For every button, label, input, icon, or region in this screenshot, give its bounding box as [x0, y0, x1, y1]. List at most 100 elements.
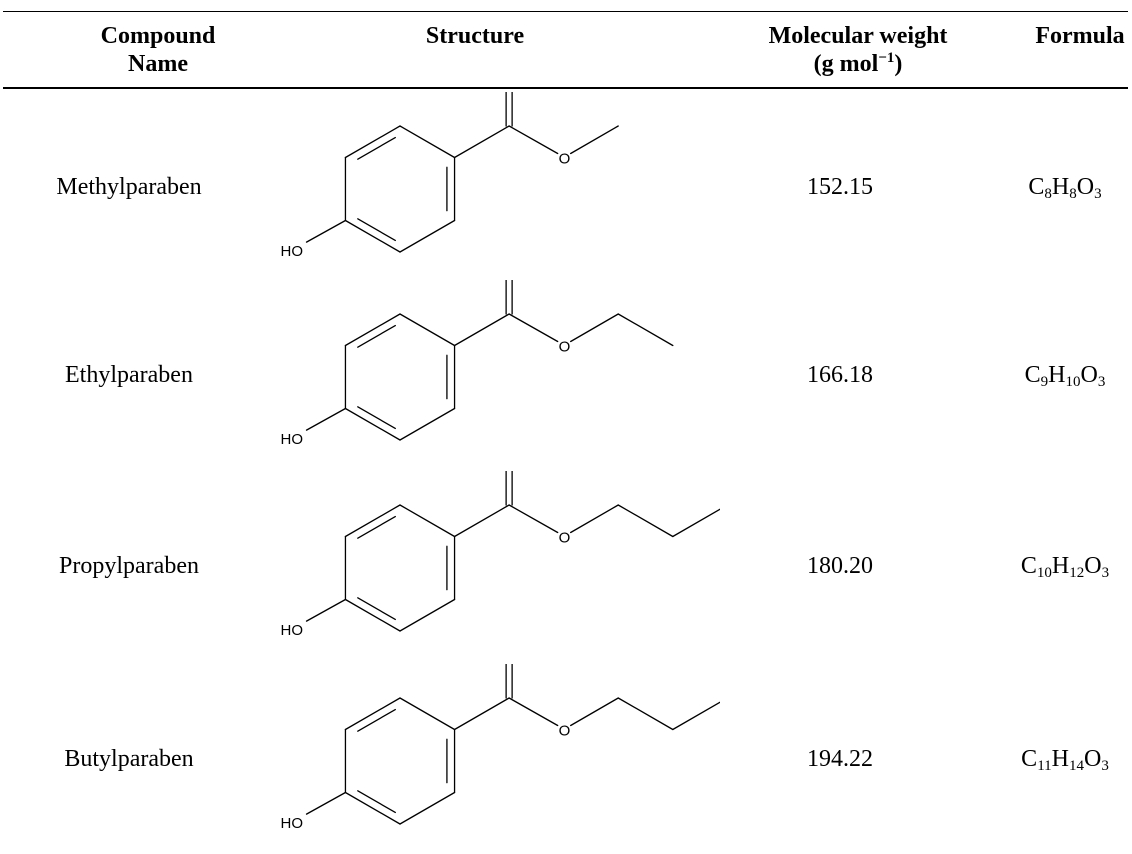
ester-bond [508, 697, 559, 727]
formula-subscript: 8 [1069, 186, 1077, 202]
header-mw-line2: (g mol−1) [728, 50, 988, 78]
molecular-weight: 166.18 [807, 362, 873, 388]
molecular-formula: C10H12O3 [1000, 552, 1130, 581]
header-mw-unit-suffix: ) [894, 51, 903, 77]
header-molecular-weight: Molecular weight (g mol−1) [728, 22, 988, 78]
ring-bond [399, 697, 456, 731]
structure-diagram: OOHO [250, 280, 720, 470]
ring-bond [399, 598, 456, 632]
ring-double-bond [357, 218, 396, 242]
formula-subscript: 14 [1068, 758, 1084, 774]
formula-element: C [1024, 362, 1041, 388]
molecular-formula: C9H10O3 [1000, 361, 1130, 390]
alkyl-chain-bond [617, 313, 674, 347]
formula-element: O [1083, 746, 1102, 772]
hydroxyl-label: HO [281, 622, 304, 639]
formula-subscript: 9 [1040, 374, 1049, 390]
ring-bond [399, 504, 456, 538]
compound-name: Methylparaben [56, 174, 202, 200]
ring-bond [399, 407, 456, 441]
alkyl-chain-bond [570, 504, 619, 534]
paraben-structure: OOHO [281, 664, 720, 832]
formula-element: H [1051, 553, 1070, 579]
compound-name: Butylparaben [64, 746, 194, 772]
ring-bond [344, 504, 401, 538]
molecular-weight: 152.15 [807, 174, 873, 200]
aryl-carbonyl-bond [453, 697, 510, 731]
alkyl-chain-bond [617, 697, 674, 731]
ring-bond [344, 407, 401, 441]
compound-name: Ethylparaben [65, 362, 193, 388]
ester-oxygen-label: O [559, 339, 571, 356]
molecular-weight: 180.20 [807, 553, 873, 579]
header-mw-line1: Molecular weight [768, 23, 948, 49]
aryl-carbonyl-bond [453, 125, 510, 159]
header-rule [3, 87, 1128, 89]
paraben-structure: OOHO [281, 471, 720, 639]
molecular-formula: C11H14O3 [1000, 745, 1130, 774]
table-row: Ethylparaben 166.18 C9H10O3 OOHO [0, 280, 1132, 470]
ring-bond [344, 791, 401, 825]
ring-bond [344, 598, 401, 632]
formula-element: O [1076, 174, 1095, 200]
ring-bond [399, 219, 456, 253]
formula-subscript: 3 [1101, 758, 1109, 774]
alkyl-chain-bond [672, 508, 720, 538]
ester-oxygen-label: O [559, 151, 571, 168]
ring-bond [399, 313, 456, 347]
table-top-rule [3, 11, 1128, 12]
ester-bond [508, 125, 559, 155]
alkyl-chain-bond [617, 504, 674, 538]
ring-bond [344, 697, 401, 731]
ring-bond [344, 125, 401, 159]
ring-double-bond [357, 597, 396, 621]
hydroxyl-bond [305, 219, 347, 243]
paraben-structure: OOHO [281, 92, 619, 260]
formula-element: C [1028, 174, 1045, 200]
molecular-weight: 194.22 [807, 746, 873, 772]
alkyl-chain-bond [570, 697, 619, 727]
alkyl-chain-bond [570, 125, 619, 155]
header-mw-unit-exponent: −1 [878, 50, 895, 66]
alkyl-chain-bond [570, 313, 619, 343]
ester-bond [508, 504, 559, 534]
header-compound-name-line1: Compound [100, 23, 216, 49]
hydroxyl-bond [305, 407, 347, 431]
ester-bond [508, 313, 559, 343]
hydroxyl-bond [305, 598, 347, 622]
aryl-carbonyl-bond [453, 313, 510, 347]
structure-diagram: OOHO [250, 471, 720, 661]
header-mw-unit-prefix: (g mol [813, 51, 879, 77]
ring-double-bond [357, 136, 396, 160]
ester-oxygen-label: O [559, 530, 571, 547]
ring-bond [399, 791, 456, 825]
formula-element: H [1048, 362, 1066, 388]
ring-double-bond [357, 406, 396, 430]
formula-element: O [1080, 362, 1098, 388]
formula-subscript: 10 [1036, 565, 1052, 581]
ester-oxygen-label: O [559, 723, 571, 740]
structure-diagram: OOHO [250, 92, 720, 282]
alkyl-chain-bond [672, 701, 720, 731]
ring-bond [399, 125, 456, 159]
formula-element: H [1051, 746, 1069, 772]
formula-element: C [1020, 553, 1037, 579]
aryl-carbonyl-bond [453, 504, 510, 538]
formula-subscript: 3 [1094, 186, 1102, 202]
header-compound-name-line2: Name [128, 51, 188, 77]
ring-double-bond [357, 324, 396, 348]
formula-subscript: 11 [1037, 758, 1052, 774]
hydroxyl-label: HO [281, 243, 304, 260]
ring-double-bond [357, 790, 396, 814]
hydroxyl-bond [305, 791, 347, 815]
ring-bond [344, 313, 401, 347]
formula-subscript: 3 [1101, 565, 1110, 581]
paraben-structure: OOHO [281, 280, 674, 448]
compound-name: Propylparaben [59, 553, 199, 579]
structure-diagram: OOHO [250, 664, 720, 854]
formula-subscript: 8 [1044, 186, 1052, 202]
header-structure: Structure [425, 23, 525, 49]
formula-subscript: 3 [1097, 374, 1106, 390]
